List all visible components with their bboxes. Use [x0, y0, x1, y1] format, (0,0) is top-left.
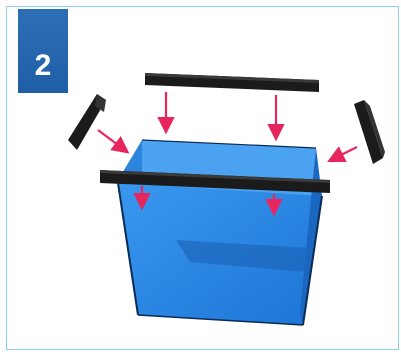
box-bottom-edge: [137, 314, 304, 326]
rail-right: [354, 100, 383, 164]
step-number: 2: [34, 49, 52, 82]
box-right-edge: [302, 195, 323, 326]
rail-back-highlight: [145, 73, 319, 83]
step-number-badge: 2: [18, 9, 68, 93]
box-back-top-edge: [141, 139, 317, 149]
rail-front-highlight: [100, 170, 330, 183]
rail-left-lip: [95, 94, 106, 112]
box-left-edge: [117, 182, 139, 316]
rail-front: [100, 170, 330, 193]
rail-left: [68, 94, 106, 150]
diagonal-arrow-icon: [327, 146, 358, 162]
box-front-shadow: [176, 240, 310, 272]
rail-right-lip: [364, 100, 385, 158]
diagonal-arrow-icon: [97, 129, 130, 154]
